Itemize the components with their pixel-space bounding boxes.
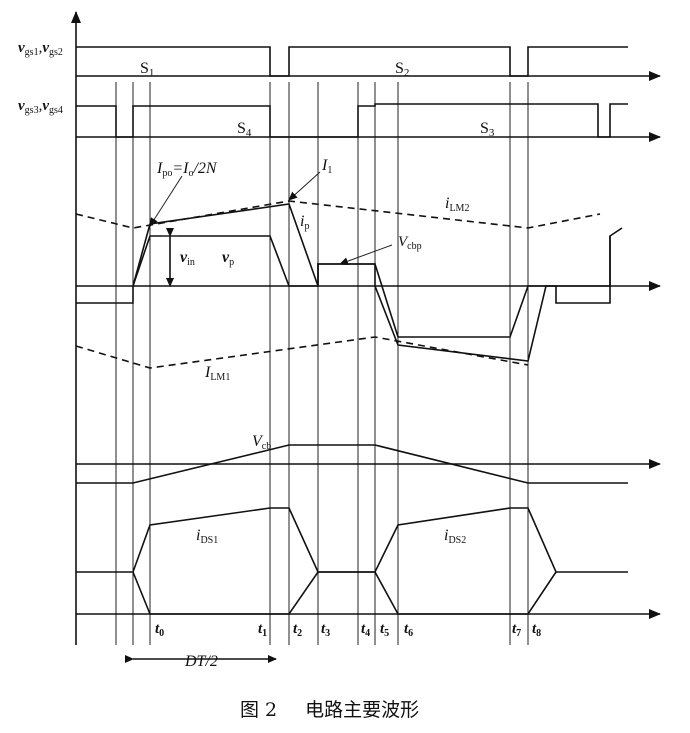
horizontal-axes	[76, 71, 661, 619]
vgs34-label: vgs3,vgs4	[18, 98, 63, 116]
ipo-pointer	[149, 175, 183, 227]
vin-bracket	[162, 228, 178, 287]
s4-label: S4	[237, 120, 252, 139]
t1-label: t1	[258, 621, 267, 639]
i1-label: I1	[321, 157, 332, 176]
ids1-waveform	[76, 507, 628, 573]
ilm1-dashed-curve	[75, 336, 529, 369]
vin-label: vin	[180, 249, 195, 268]
vp-waveform	[76, 227, 623, 338]
ids1-label: iDS1	[196, 527, 218, 546]
t2-label: t2	[293, 621, 302, 639]
t4-label: t4	[361, 621, 370, 639]
t7-label: t7	[512, 621, 521, 639]
ids2-lower	[132, 571, 557, 615]
vgs12-waveform	[76, 46, 628, 77]
vp-label: vp	[222, 249, 234, 268]
vcb-waveform	[76, 444, 628, 484]
ids2-label: iDS2	[444, 527, 466, 546]
vcb-label: Vcb	[252, 433, 271, 452]
t0-label: t0	[155, 621, 164, 639]
s2-label: S2	[395, 60, 409, 79]
ipo-label: Ipo=Io/2N	[156, 160, 218, 179]
dt2-label: DT/2	[184, 653, 218, 670]
t5-label: t5	[380, 621, 389, 639]
ilm2-dashed-curve	[75, 200, 601, 229]
vgs34-waveform	[76, 103, 628, 138]
ip-label: ip	[300, 213, 309, 232]
t3-label: t3	[321, 621, 330, 639]
t8-label: t8	[532, 621, 541, 639]
s3-label: S3	[480, 120, 495, 139]
t6-label: t6	[404, 621, 413, 639]
vcbp-pointer	[339, 244, 393, 266]
i1-pointer	[288, 171, 321, 201]
ilm2-label: iLM2	[445, 195, 469, 214]
ilm1-label: ILM1	[204, 364, 230, 383]
s1-label: S1	[140, 60, 154, 79]
ip-waveform	[132, 203, 611, 362]
vgs12-label: vgs1,vgs2	[18, 40, 63, 58]
time-gridlines	[115, 82, 529, 645]
vcbp-label: Vcbp	[398, 234, 422, 252]
